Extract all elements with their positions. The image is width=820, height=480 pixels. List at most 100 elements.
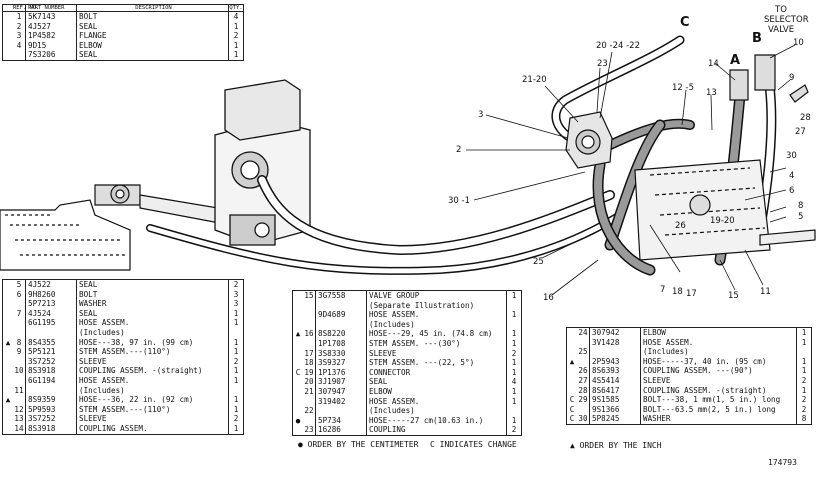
row-description: (Includes) xyxy=(367,406,507,416)
callout-label: 5 xyxy=(798,212,803,222)
header-part: PART NUMBER xyxy=(26,5,77,11)
row-ref: 12 xyxy=(13,404,26,415)
row-quantity: 1 xyxy=(511,358,517,368)
leader-lines xyxy=(466,44,796,296)
row-mark xyxy=(567,386,577,396)
legend-inch: ▲ ORDER BY THE INCH xyxy=(570,441,662,450)
callout-label: 21-20 xyxy=(522,75,547,85)
row-quantity: 1 xyxy=(233,318,239,328)
row-ref: 25 xyxy=(577,347,590,357)
row-ref xyxy=(13,299,26,309)
row-description: WASHER xyxy=(641,414,797,424)
row-ref: 30 xyxy=(577,414,590,424)
row-quantity: 3 xyxy=(233,299,239,309)
row-description: (Includes) xyxy=(641,347,797,357)
row-ref: 13 xyxy=(13,414,26,424)
row-ref: 22 xyxy=(303,406,316,416)
row-ref: 26 xyxy=(577,366,590,376)
callout-label: 7 xyxy=(660,285,665,295)
callout-labels: 20 -24 -22 23 21-20 3 2 30 -1 14 12 -5 1… xyxy=(448,38,811,303)
row-quantity: 3 xyxy=(233,289,239,299)
row-description: (Separate Illustration) xyxy=(367,300,507,311)
row-quantity: 1 xyxy=(233,21,239,31)
row-description: HOSE-----37, 40 in. (95 cm) xyxy=(641,356,797,367)
callout-label: 18 xyxy=(672,287,683,297)
row-quantity: 1 xyxy=(233,395,239,405)
row-ref xyxy=(303,300,316,311)
row-part-number xyxy=(26,385,77,396)
row-description: (Includes) xyxy=(77,385,229,396)
row-part-number xyxy=(26,327,77,338)
row-quantity: 2 xyxy=(801,375,807,385)
row-mark xyxy=(293,387,303,397)
callout-label: 9 xyxy=(789,73,794,83)
row-part-number: 9D4689 xyxy=(316,310,367,320)
row-part-number: 9S1366 xyxy=(590,404,641,415)
callout-label: 14 xyxy=(708,59,719,69)
row-quantity: 1 xyxy=(233,337,239,347)
row-part-number: 2P5943 xyxy=(590,356,641,367)
row-description: COUPLING xyxy=(367,425,507,435)
row-description: SEAL xyxy=(77,50,229,60)
selector-label-line3: VALVE xyxy=(768,25,794,35)
row-part-number: 8S9359 xyxy=(26,395,77,405)
row-quantity: 2 xyxy=(801,395,807,405)
row-description: COUPLING ASSEM. -(straight) xyxy=(641,385,797,396)
row-mark: C xyxy=(569,414,575,424)
row-quantity xyxy=(229,386,243,396)
callout-label: 27 xyxy=(795,127,806,137)
row-mark xyxy=(293,406,303,416)
selector-label-line1: TO xyxy=(774,5,787,15)
callout-label: 28 xyxy=(800,113,811,123)
row-part-number: 16286 xyxy=(316,425,367,435)
row-description: SEAL xyxy=(77,308,229,319)
row-mark xyxy=(293,301,303,311)
row-description: CONNECTOR xyxy=(367,367,507,378)
row-description: HOSE---36, 22 in. (92 cm) xyxy=(77,395,229,405)
row-description: (Includes) xyxy=(77,327,229,338)
row-mark xyxy=(293,320,303,330)
row-mark xyxy=(3,366,13,376)
row-ref xyxy=(303,415,316,426)
row-quantity: 1 xyxy=(801,356,807,366)
table-row: (Separate Illustration) xyxy=(293,300,521,311)
row-quantity: 1 xyxy=(511,310,517,320)
row-quantity: 1 xyxy=(801,337,807,347)
row-description: SLEEVE xyxy=(641,375,797,386)
callout-label: 20 -24 -22 xyxy=(596,41,640,51)
row-part-number: 7S3206 xyxy=(26,50,77,60)
row-ref: 23 xyxy=(303,425,316,435)
row-ref: 1 xyxy=(13,12,26,22)
row-part-number: 1P1376 xyxy=(316,367,367,378)
row-ref: 20 xyxy=(303,377,316,387)
letter-a: A xyxy=(730,53,740,68)
row-part-number: 8S4355 xyxy=(26,337,77,348)
row-part-number: 5P8245 xyxy=(590,414,641,424)
row-quantity xyxy=(507,320,521,330)
row-part-number xyxy=(590,347,641,357)
table-header: REF. NO. PART NUMBER DESCRIPTION QTY. xyxy=(3,5,243,12)
row-part-number: 5P5121 xyxy=(26,347,77,357)
row-quantity xyxy=(507,406,521,416)
row-quantity: 1 xyxy=(511,329,517,339)
row-part-number xyxy=(316,319,367,330)
row-mark: ▲ xyxy=(295,329,301,339)
callout-label: 3 xyxy=(478,110,483,120)
row-quantity: 4 xyxy=(233,12,239,21)
row-description: SLEEVE xyxy=(77,414,229,424)
row-quantity xyxy=(797,347,811,357)
